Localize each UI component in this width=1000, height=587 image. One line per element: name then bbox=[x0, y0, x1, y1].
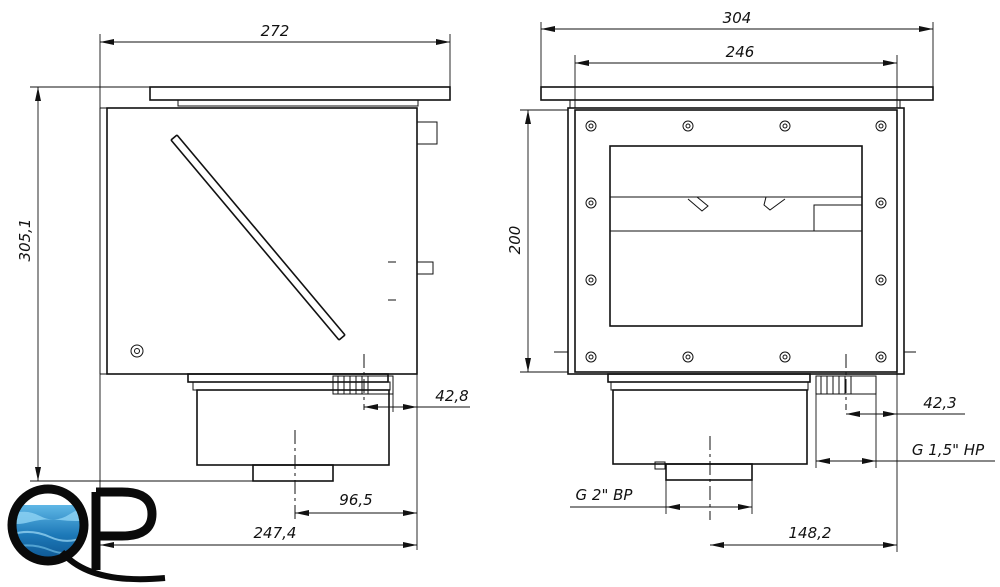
dimension-labels: 272 305,1 42,8 96,5 247,4 304 246 200 42… bbox=[16, 9, 985, 542]
dim-right-height: 200 bbox=[506, 226, 524, 255]
dim-left-height: 305,1 bbox=[16, 219, 34, 262]
dim-right-base: 148,2 bbox=[789, 524, 832, 542]
front-view bbox=[540, 86, 934, 520]
dim-left-width: 272 bbox=[261, 22, 290, 40]
dim-left-base: 247,4 bbox=[254, 524, 297, 542]
dim-right-outer-width: 304 bbox=[723, 9, 752, 27]
dim-right-thread-hp: G 1,5" HP bbox=[912, 441, 985, 459]
dim-left-outlet: 96,5 bbox=[339, 491, 372, 509]
dimension-lines bbox=[30, 22, 995, 552]
screw-holes bbox=[585, 120, 887, 363]
dim-left-nozzle: 42,8 bbox=[435, 387, 468, 405]
dim-right-inner-width: 246 bbox=[726, 43, 755, 61]
side-view bbox=[99, 86, 451, 520]
dim-right-nozzle: 42,3 bbox=[923, 394, 956, 412]
dim-right-thread-bp: G 2" BP bbox=[576, 486, 634, 504]
qp-logo: QP bbox=[7, 484, 166, 583]
